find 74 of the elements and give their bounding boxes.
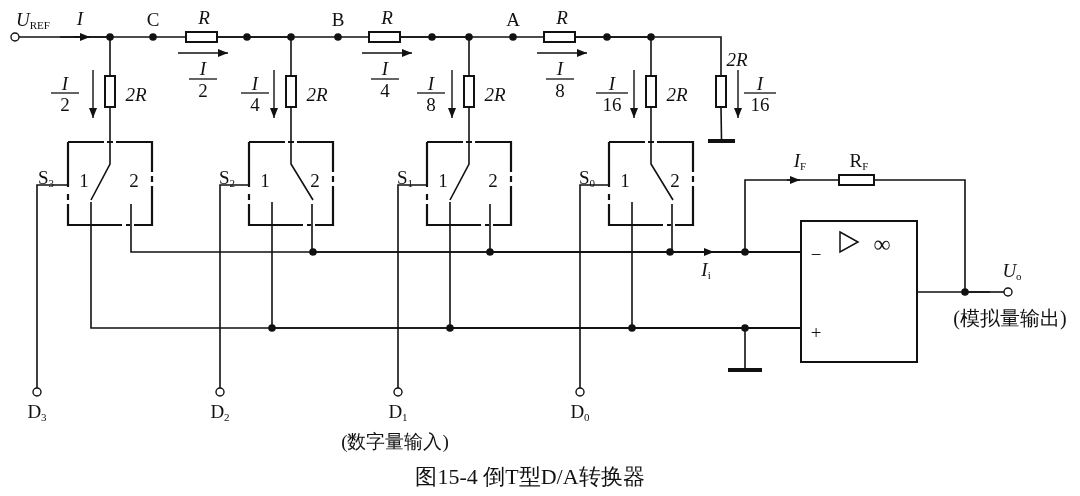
current-label: I: [756, 73, 764, 93]
current-label: I$_{F}$: [793, 150, 807, 172]
switch-label: S$_{2}$: [218, 167, 236, 189]
plus-sign: +: [810, 322, 822, 342]
wire: [109, 107, 111, 143]
wire: [397, 184, 428, 389]
wire: [917, 291, 991, 293]
contact-number: 2: [670, 170, 680, 190]
component-label: 2R: [484, 84, 506, 104]
contact-number: 1: [79, 170, 89, 190]
component-label: R$_{F}$: [849, 150, 869, 172]
wire: [650, 107, 652, 143]
component-label: 2R: [726, 49, 748, 69]
component-label: R: [198, 7, 210, 27]
wire: [400, 36, 544, 38]
component-label: 2R: [306, 84, 328, 104]
contact-number: 1: [438, 170, 448, 190]
node-label: C: [146, 9, 160, 29]
wire: [217, 36, 369, 38]
wire: [219, 184, 250, 389]
contact-number: 1: [260, 170, 270, 190]
figure-caption: 图15-4 倒T型D/A转换器: [415, 463, 645, 491]
current-label: 4: [380, 80, 390, 100]
current-label: I: [381, 58, 389, 78]
current-label: 2: [198, 80, 208, 100]
infinity-symbol: ∞: [873, 232, 891, 256]
contact-number: 2: [310, 170, 320, 190]
wire: [579, 184, 610, 389]
wire: [290, 107, 292, 143]
current-label: 2: [60, 94, 70, 114]
current-label: I$_{i}$: [701, 259, 711, 281]
component-label: 2R: [666, 84, 688, 104]
node-label: B: [331, 9, 345, 29]
wire: [468, 107, 470, 143]
terminal-label: U$_{o}$: [1002, 260, 1022, 282]
terminal-label: D$_{0}$: [570, 401, 590, 423]
switch-label: S$_{0}$: [578, 167, 596, 189]
current-label: 8: [426, 94, 436, 114]
contact-number: 1: [620, 170, 630, 190]
terminal-label: D$_{1}$: [388, 401, 408, 423]
ground-symbol: [728, 368, 762, 372]
node-label: A: [506, 9, 520, 29]
terminal-label: U$_{REF}$: [16, 9, 50, 31]
output-note: (模拟量输出): [953, 308, 1067, 328]
wire: [36, 184, 69, 389]
minus-sign: −: [810, 244, 822, 264]
op-amp-box: [800, 220, 918, 363]
terminal-label: D$_{3}$: [27, 401, 47, 423]
current-label: 4: [250, 94, 260, 114]
current-label: 8: [555, 80, 565, 100]
component-label: R: [381, 7, 393, 27]
switch-label: S$_{1}$: [396, 167, 414, 189]
input-note: (数字量输入): [341, 431, 449, 451]
current-label: 16: [750, 94, 770, 114]
current-label: I: [61, 73, 69, 93]
current-label: I: [427, 73, 435, 93]
current-label: I: [556, 58, 564, 78]
wire: [575, 36, 722, 76]
wire: [744, 327, 801, 369]
component-label: R: [556, 7, 568, 27]
component-label: 2R: [125, 84, 147, 104]
current-label: 16: [602, 94, 622, 114]
current-label: I: [608, 73, 616, 93]
wire: [720, 107, 723, 140]
switch-label: S$_{3}$: [37, 167, 55, 189]
wire: [59, 36, 186, 38]
contact-number: 2: [129, 170, 139, 190]
current-label: I: [251, 73, 259, 93]
wire: [744, 179, 839, 253]
ground-symbol: [708, 139, 735, 143]
terminal-label: D$_{2}$: [210, 401, 230, 423]
current-label: I: [76, 8, 84, 28]
current-label: I: [199, 58, 207, 78]
contact-number: 2: [488, 170, 498, 190]
